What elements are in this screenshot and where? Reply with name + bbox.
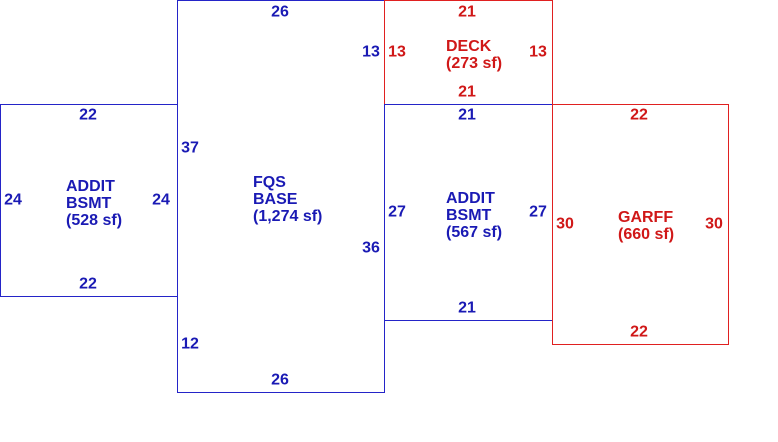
fqs-right-upper-dim: 13 [362, 43, 380, 61]
addit-left-label-line1: ADDIT [66, 178, 115, 195]
fqs-label-line1: FQS [253, 174, 286, 191]
garff-top-dim: 22 [630, 106, 648, 124]
addit-right-top-dim: 21 [458, 106, 476, 124]
garff-label-line1: GARFF [618, 209, 674, 226]
deck-label: DECK (273 sf) [446, 38, 502, 72]
deck-top-dim: 21 [458, 3, 476, 21]
fqs-base-label: FQS BASE (1,274 sf) [253, 174, 322, 225]
addit-right-label-area: (567 sf) [446, 224, 503, 241]
addit-right-bottom-dim: 21 [458, 299, 476, 317]
fqs-left-upper-dim: 37 [181, 139, 199, 157]
fqs-label-line2: BASE [253, 191, 298, 208]
addit-left-top-dim: 22 [79, 106, 97, 124]
deck-label-line1: DECK [446, 38, 492, 55]
addit-left-left-dim: 24 [4, 191, 22, 209]
deck-bottom-dim: 21 [458, 83, 476, 101]
addit-right-left-dim: 27 [388, 203, 406, 221]
garff-bottom-dim: 22 [630, 323, 648, 341]
addit-right-label-line1: ADDIT [446, 190, 495, 207]
addit-left-label: ADDIT BSMT (528 sf) [66, 178, 122, 229]
fqs-left-lower-dim: 12 [181, 335, 199, 353]
addit-left-right-dim: 24 [152, 191, 170, 209]
garff-label-area: (660 sf) [618, 226, 675, 243]
deck-right-dim: 13 [529, 43, 547, 61]
addit-left-bottom-dim: 22 [79, 275, 97, 293]
fqs-bottom-dim: 26 [271, 371, 289, 389]
fqs-right-lower-dim: 36 [362, 239, 380, 257]
addit-left-label-area: (528 sf) [66, 212, 123, 229]
deck-left-dim: 13 [388, 43, 406, 61]
garff-right-dim: 30 [705, 215, 723, 233]
addit-right-label: ADDIT BSMT (567 sf) [446, 190, 502, 241]
garff-label: GARFF (660 sf) [618, 209, 674, 243]
addit-left-label-line2: BSMT [66, 195, 112, 212]
fqs-top-dim: 26 [271, 3, 289, 21]
deck-label-area: (273 sf) [446, 55, 503, 72]
fqs-label-area: (1,274 sf) [253, 208, 323, 225]
garff-left-dim: 30 [556, 215, 574, 233]
garff-area [552, 104, 729, 345]
addit-right-right-dim: 27 [529, 203, 547, 221]
addit-right-label-line2: BSMT [446, 207, 492, 224]
